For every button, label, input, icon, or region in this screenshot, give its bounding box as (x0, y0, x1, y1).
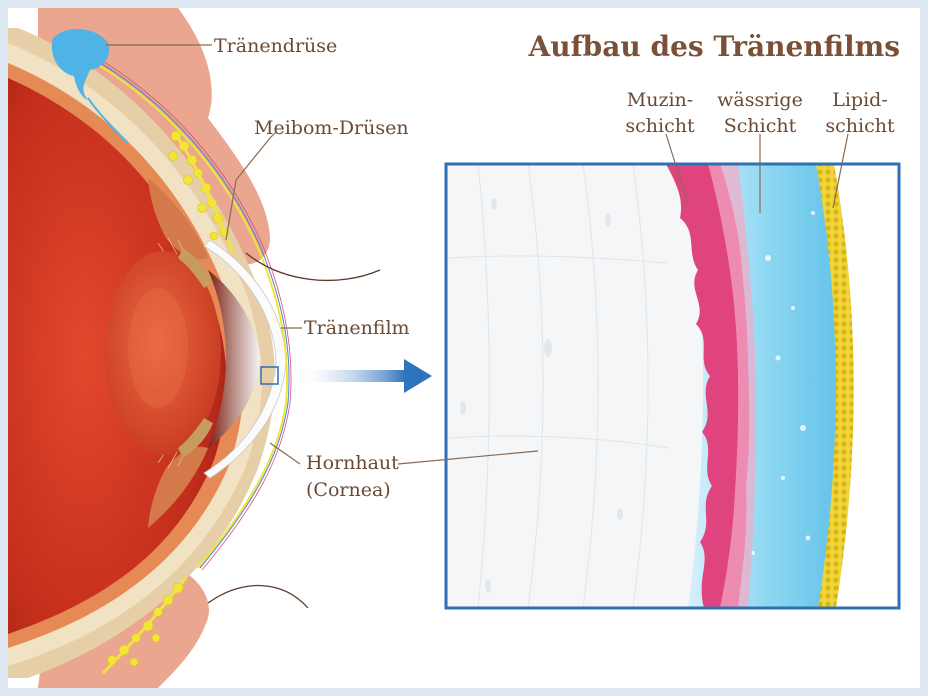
upper-eyelash (246, 253, 380, 280)
label-cornea: (Cornea) (306, 479, 391, 501)
diagram-canvas: Aufbau des Tränenfilms Tränendrüse Meibo… (8, 8, 920, 688)
label-lipid-line1: Lipid- (832, 89, 888, 111)
label-muzin-line2: schicht (625, 115, 695, 137)
label-traenenfilm: Tränenfilm (304, 317, 410, 339)
tear-film-diagram: Aufbau des Tränenfilms Tränendrüse Meibo… (8, 8, 920, 688)
label-traenendruese: Tränendrüse (214, 35, 337, 57)
zoom-arrow-icon (298, 359, 432, 393)
label-waessrig-line1: wässrige (717, 89, 803, 111)
label-waessrig-line2: Schicht (724, 115, 797, 137)
label-meibom-druesen: Meibom-Drüsen (254, 117, 409, 139)
label-hornhaut: Hornhaut (306, 452, 399, 474)
eye-cross-section (8, 8, 380, 688)
label-muzin-line1: Muzin- (627, 89, 693, 111)
label-lipid-line2: schicht (825, 115, 895, 137)
magnified-tear-film (446, 164, 899, 608)
diagram-title: Aufbau des Tränenfilms (528, 30, 900, 63)
lower-eyelash (208, 586, 308, 608)
